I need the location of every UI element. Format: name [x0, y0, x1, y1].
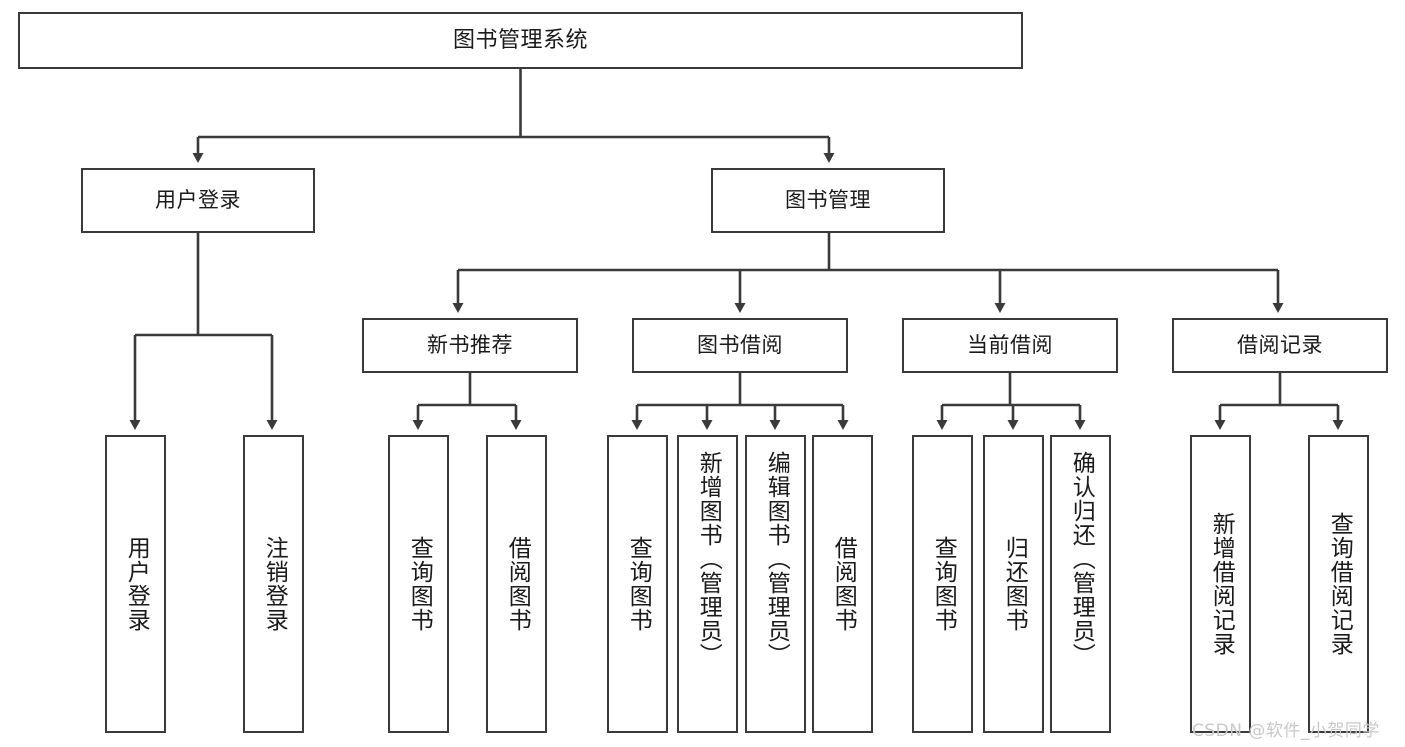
node-book-borrow[interactable]: 图书借阅 — [632, 318, 848, 373]
node-leaf-edit-book-admin-label: 编辑图书（管理员） — [763, 451, 790, 667]
node-leaf-query-borrow-record-label: 查询借阅记录 — [1326, 512, 1353, 656]
node-current-borrow[interactable]: 当前借阅 — [902, 318, 1118, 373]
node-leaf-borrow-book-newbook-label: 借阅图书 — [504, 536, 531, 632]
node-leaf-borrow-book[interactable]: 借阅图书 — [812, 435, 873, 733]
node-leaf-logout[interactable]: 注销登录 — [243, 435, 304, 733]
node-leaf-query-book-newbook[interactable]: 查询图书 — [388, 435, 449, 733]
node-leaf-add-book-admin-label: 新增图书（管理员） — [695, 451, 722, 667]
node-leaf-logout-label: 注销登录 — [261, 536, 288, 632]
node-book-management[interactable]: 图书管理 — [711, 168, 945, 233]
node-root-library-system[interactable]: 图书管理系统 — [18, 12, 1023, 69]
node-book-borrow-label: 图书借阅 — [697, 333, 783, 358]
node-leaf-edit-book-admin[interactable]: 编辑图书（管理员） — [745, 435, 806, 733]
node-leaf-confirm-return-admin[interactable]: 确认归还（管理员） — [1050, 435, 1111, 733]
node-root-label: 图书管理系统 — [452, 27, 588, 53]
watermark: CSDN @软件_小贺同学 — [1192, 721, 1380, 741]
node-leaf-user-login[interactable]: 用户登录 — [105, 435, 166, 733]
node-user-login-label: 用户登录 — [155, 188, 241, 213]
node-leaf-borrow-book-label: 借阅图书 — [830, 536, 857, 632]
node-leaf-confirm-return-admin-label: 确认归还（管理员） — [1068, 451, 1095, 667]
node-leaf-query-book-current[interactable]: 查询图书 — [912, 435, 973, 733]
node-leaf-borrow-book-newbook[interactable]: 借阅图书 — [486, 435, 547, 733]
node-current-borrow-label: 当前借阅 — [967, 333, 1053, 358]
node-user-login[interactable]: 用户登录 — [81, 168, 315, 233]
node-book-management-label: 图书管理 — [785, 188, 871, 213]
node-leaf-return-book[interactable]: 归还图书 — [983, 435, 1044, 733]
node-borrow-record[interactable]: 借阅记录 — [1172, 318, 1388, 373]
node-leaf-query-book-newbook-label: 查询图书 — [406, 536, 433, 632]
node-leaf-add-borrow-record[interactable]: 新增借阅记录 — [1190, 435, 1251, 733]
node-leaf-user-login-label: 用户登录 — [123, 536, 150, 632]
node-new-book-recommend-label: 新书推荐 — [427, 333, 513, 358]
node-leaf-query-book-borrow[interactable]: 查询图书 — [607, 435, 668, 733]
node-leaf-query-borrow-record[interactable]: 查询借阅记录 — [1308, 435, 1369, 733]
node-leaf-return-book-label: 归还图书 — [1001, 536, 1028, 632]
node-leaf-query-book-borrow-label: 查询图书 — [625, 536, 652, 632]
node-leaf-add-borrow-record-label: 新增借阅记录 — [1208, 512, 1235, 656]
node-new-book-recommend[interactable]: 新书推荐 — [362, 318, 578, 373]
node-leaf-query-book-current-label: 查询图书 — [930, 536, 957, 632]
node-leaf-add-book-admin[interactable]: 新增图书（管理员） — [677, 435, 738, 733]
node-borrow-record-label: 借阅记录 — [1237, 333, 1323, 358]
